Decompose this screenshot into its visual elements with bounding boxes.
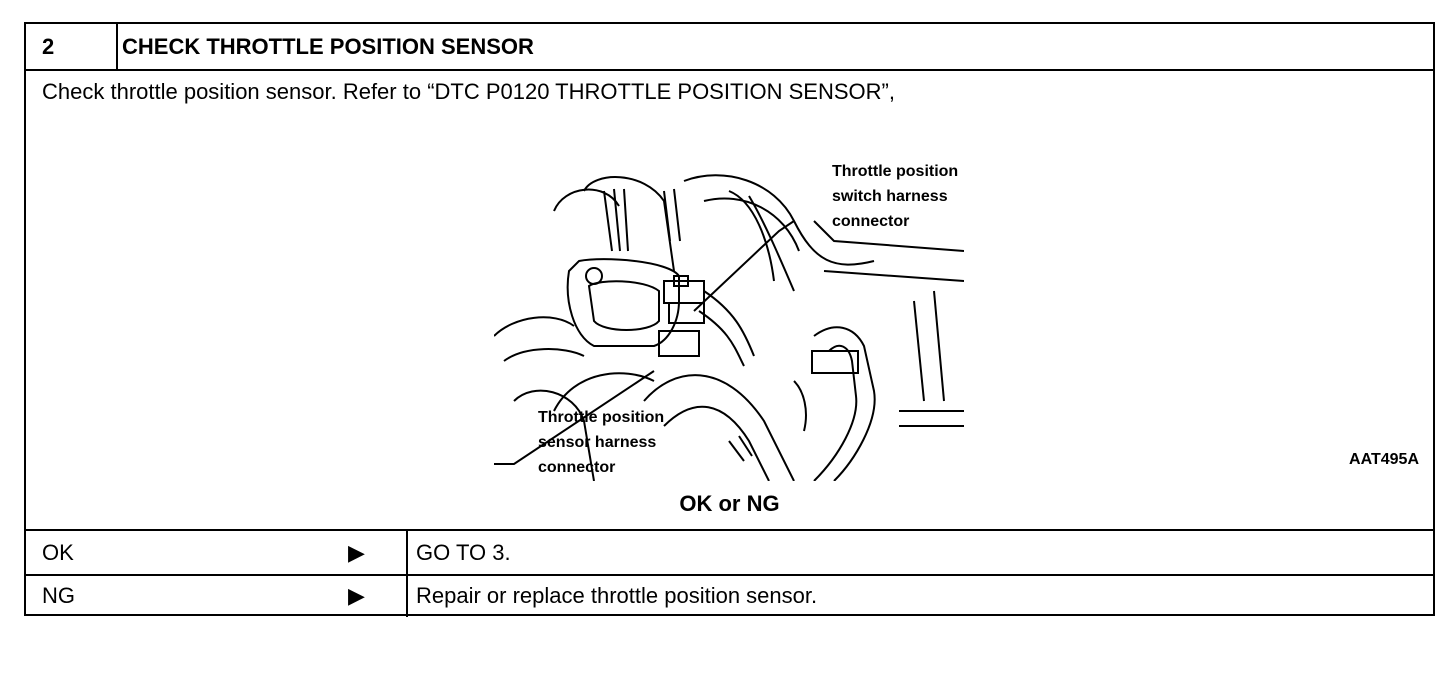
figure-code: AAT495A: [1349, 451, 1419, 468]
step-title: CHECK THROTTLE POSITION SENSOR: [122, 34, 534, 59]
result-action: GO TO 3.: [416, 540, 511, 565]
result-label: NG: [42, 583, 75, 608]
column-divider: [406, 531, 408, 574]
step-header-row: 2 CHECK THROTTLE POSITION SENSOR: [26, 24, 1433, 71]
result-row-ok: OK ▶ GO TO 3.: [26, 531, 1433, 576]
decision-heading: OK or NG: [679, 491, 780, 516]
step-number: 2: [26, 24, 118, 69]
result-row-ng: NG ▶ Repair or replace throttle position…: [26, 574, 1433, 617]
switch-connector-callout: Throttle position switch harness connect…: [832, 163, 959, 230]
throttle-body-illustration: Throttle position switch harness connect…: [493, 161, 965, 482]
step-body-row: Check throttle position sensor. Refer to…: [26, 71, 1433, 531]
play-arrow-icon: ▶: [348, 583, 365, 608]
result-action: Repair or replace throttle position sens…: [416, 583, 818, 608]
diagnostic-step-table: 2 CHECK THROTTLE POSITION SENSOR Check t…: [24, 22, 1435, 617]
sensor-connector-callout: Throttle position sensor harness connect…: [538, 409, 665, 476]
step-instruction: Check throttle position sensor. Refer to…: [42, 79, 895, 104]
play-arrow-icon: ▶: [348, 540, 365, 565]
result-label: OK: [42, 540, 74, 565]
engine-line-drawing: [493, 174, 965, 482]
column-divider: [406, 574, 408, 617]
